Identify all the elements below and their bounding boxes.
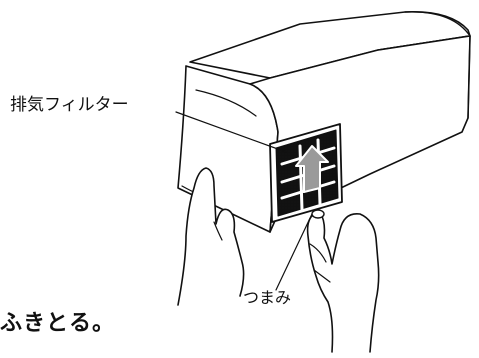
left-hand-icon: [177, 167, 245, 306]
knob-icon: [311, 209, 325, 219]
instruction-text: ふきとる。: [0, 311, 116, 336]
right-hand-icon: [306, 209, 380, 353]
filter-leader-line: [175, 111, 287, 153]
up-arrow-icon: [295, 145, 329, 193]
knob-leader-line: [275, 213, 313, 291]
exhaust-filter-label: 排気フィルター: [10, 95, 129, 115]
knob-label: つまみ: [243, 288, 292, 307]
